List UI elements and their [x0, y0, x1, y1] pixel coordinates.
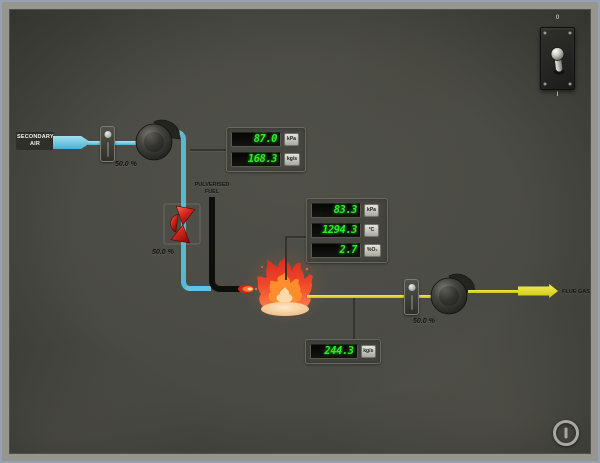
connector-flue-display — [353, 298, 355, 340]
flue-flow-unit: kg/s — [360, 345, 376, 358]
flue-gas-pipe — [307, 295, 452, 298]
connector-furnace-displays-v — [285, 236, 287, 280]
furnace-pressure-unit: kPa — [364, 204, 379, 217]
switch-on-label: I — [556, 92, 559, 98]
fuel-valve-percent: 50.0 % — [152, 249, 174, 256]
furnace-display-panel: 83.3 kPa 1294.3 °C 2.7 %O₂ — [306, 198, 388, 263]
connector-furnace-displays-h — [285, 236, 306, 238]
flue-gas-label: FLUE GAS — [562, 289, 590, 295]
furnace-temperature-value: 1294.3 — [311, 223, 361, 238]
power-switch[interactable] — [540, 27, 575, 90]
burner-nozzle-icon — [236, 284, 258, 294]
flue-gas-outlet-pipe — [468, 290, 520, 293]
fuel-valve-icon[interactable] — [163, 203, 201, 245]
air-pressure-value: 87.0 — [231, 132, 281, 147]
power-switch-toggle-icon — [543, 31, 572, 86]
air-flow-unit: kg/s — [284, 153, 301, 166]
switch-off-label: 0 — [555, 15, 560, 21]
flue-gas-fan-icon[interactable] — [427, 270, 477, 316]
secondary-air-label: SECONDARY AIR — [16, 132, 54, 150]
furnace-pressure-display: 83.3 kPa — [311, 203, 383, 218]
flue-gas-display-panel: 244.3 kg/s — [305, 339, 381, 364]
air-pressure-display: 87.0 kPa — [231, 132, 301, 147]
secondary-air-inlet-arrow — [53, 136, 91, 149]
furnace-oxygen-display: 2.7 %O₂ — [311, 243, 383, 258]
furnace-oxygen-unit: %O₂ — [364, 244, 381, 257]
flame-icon — [257, 257, 313, 316]
pulverised-fuel-label: PULVERISED FUEL — [194, 182, 230, 195]
flue-flow-display: 244.3 kg/s — [310, 344, 376, 359]
air-pressure-unit: kPa — [284, 133, 299, 146]
flue-gas-outlet-arrow — [518, 284, 558, 298]
flue-gas-fan-percent: 50.0 % — [413, 318, 435, 325]
fuel-pipe — [209, 197, 240, 292]
secondary-air-fan-icon[interactable] — [132, 116, 182, 162]
furnace-temperature-unit: °C — [364, 224, 379, 237]
air-flow-value: 168.3 — [231, 152, 281, 167]
secondary-air-display-panel: 87.0 kPa 168.3 kg/s — [226, 127, 306, 172]
secondary-air-pipe-elbow-right — [181, 242, 211, 291]
air-flow-display: 168.3 kg/s — [231, 152, 301, 167]
furnace-oxygen-value: 2.7 — [311, 243, 361, 258]
flue-gas-damper[interactable] — [404, 279, 419, 315]
secondary-air-damper[interactable] — [100, 126, 115, 162]
info-button[interactable] — [553, 420, 579, 446]
secondary-air-fan-percent: 50.0 % — [115, 161, 137, 168]
furnace-pressure-value: 83.3 — [311, 203, 361, 218]
info-icon — [564, 427, 568, 439]
furnace-temperature-display: 1294.3 °C — [311, 223, 383, 238]
connector-air-displays — [190, 149, 227, 151]
flue-flow-value: 244.3 — [310, 344, 358, 359]
